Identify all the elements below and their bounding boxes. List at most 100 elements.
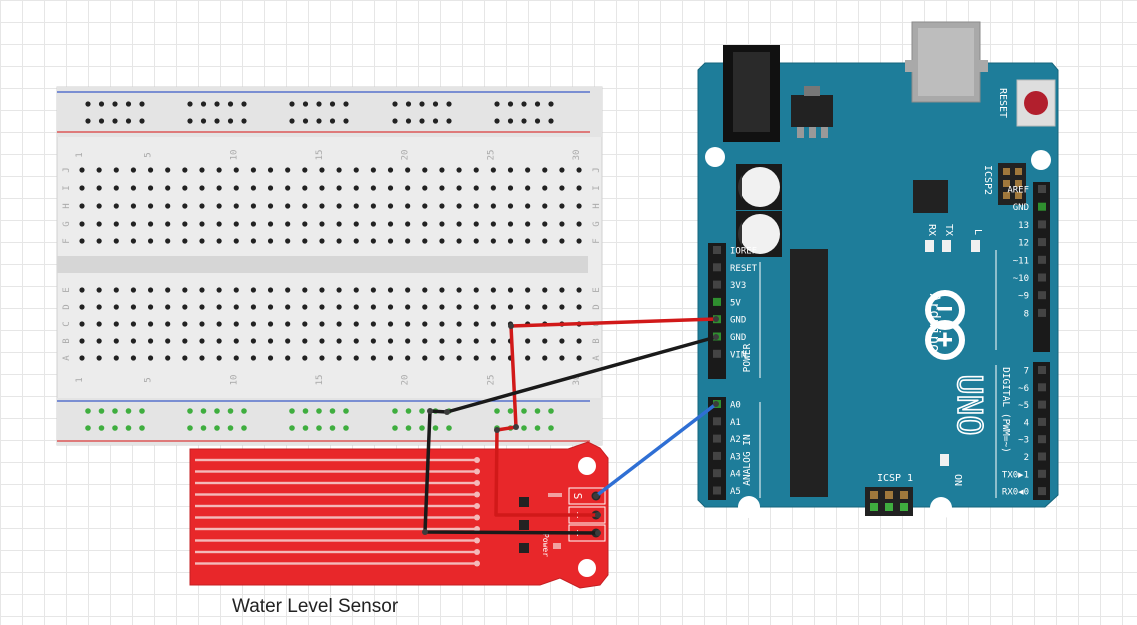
breadboard-hole	[439, 355, 445, 361]
capacitor	[736, 164, 782, 210]
rail-hole-active	[548, 408, 554, 414]
breadboard-hole	[353, 203, 359, 209]
header-pin[interactable]	[713, 297, 721, 306]
breadboard-hole	[439, 167, 445, 173]
header-pin[interactable]	[713, 263, 721, 272]
column-label: 5	[144, 377, 154, 382]
rail-hole	[187, 118, 193, 124]
breadboard-hole	[165, 221, 171, 227]
breadboard-hole	[576, 287, 582, 293]
rail-hole-active	[405, 425, 412, 431]
header-pin[interactable]	[713, 246, 721, 254]
header-pin[interactable]	[713, 417, 721, 426]
sensor-trace	[195, 539, 475, 542]
breadboard-hole	[525, 221, 531, 227]
breadboard-hole	[353, 221, 359, 227]
column-label: 5	[144, 152, 154, 157]
rail-hole	[507, 118, 514, 124]
header-pin[interactable]	[1038, 383, 1046, 392]
header-pin[interactable]	[1038, 487, 1046, 496]
sensor-trace	[195, 504, 475, 508]
pin-label: A2	[730, 435, 741, 445]
breadboard-hole	[319, 304, 325, 310]
reset-button-cap[interactable]	[1024, 91, 1048, 115]
row-label: A	[592, 355, 602, 361]
breadboard-hole	[405, 355, 411, 361]
icsp-label: ICSP	[877, 473, 901, 484]
pin-label: AREF	[1007, 186, 1029, 196]
rail-hole-active	[98, 408, 105, 414]
rail-hole-active	[329, 425, 336, 431]
header-pin[interactable]	[1038, 202, 1046, 211]
breadboard-hole	[96, 304, 102, 310]
header-pin[interactable]	[1038, 238, 1046, 247]
header-pin[interactable]	[1038, 452, 1046, 461]
breadboard-hole	[130, 321, 137, 327]
breadboard-hole	[542, 238, 548, 244]
header-pin[interactable]	[1038, 435, 1046, 444]
header-pin[interactable]	[1038, 291, 1046, 300]
header-pin[interactable]	[1038, 400, 1046, 409]
header-pin[interactable]	[1038, 255, 1046, 264]
breadboard-hole	[507, 304, 514, 310]
regulator-leg	[821, 127, 828, 138]
rail-hole	[112, 118, 118, 124]
header-pin[interactable]	[1038, 185, 1046, 193]
sensor-trace	[195, 516, 475, 519]
header-pin[interactable]	[1038, 308, 1046, 317]
breadboard-hole	[182, 167, 188, 173]
rail-hole	[187, 101, 193, 107]
header-pin[interactable]	[1038, 220, 1046, 229]
column-label: 1	[75, 152, 85, 157]
breadboard-hole	[233, 167, 239, 173]
header-pin[interactable]	[1038, 366, 1046, 374]
row-label: H	[62, 203, 72, 208]
breadboard-hole	[216, 185, 222, 191]
breadboard-hole	[233, 185, 239, 191]
breadboard-hole	[559, 238, 565, 244]
breadboard-hole	[422, 338, 428, 344]
column-label: 15	[315, 150, 325, 161]
header-pin[interactable]	[713, 349, 721, 358]
breadboard-hole	[525, 238, 531, 244]
header-pin[interactable]	[713, 434, 721, 443]
breadboard-hole	[456, 355, 462, 361]
header-pin[interactable]	[1038, 273, 1046, 282]
header-pin[interactable]	[1038, 417, 1046, 426]
breadboard-hole	[559, 221, 565, 227]
header-pin[interactable]	[713, 486, 721, 495]
pin-label: 8	[1024, 309, 1029, 319]
breadboard-hole	[285, 304, 291, 310]
sensor-power-text: Power	[541, 533, 550, 557]
breadboard-hole	[542, 203, 548, 209]
reset-label: RESET	[997, 88, 1008, 118]
rail-hole-active	[241, 408, 247, 414]
rail-hole	[405, 101, 412, 107]
breadboard-hole	[336, 338, 342, 344]
pin-label: ~3	[1018, 436, 1029, 446]
pin-label: 7	[1024, 367, 1029, 377]
breadboard-hole	[199, 185, 205, 191]
rail-hole	[343, 118, 349, 124]
header-pin[interactable]	[1038, 469, 1046, 478]
icsp2-label: ICSP2	[982, 165, 993, 195]
row-label: C	[62, 321, 72, 326]
icsp2-pin	[1015, 180, 1022, 187]
breadboard-hole	[267, 287, 274, 293]
row-label: E	[62, 287, 72, 292]
sensor-led-mark	[553, 543, 561, 549]
rail-hole	[494, 101, 500, 107]
breadboard-hole	[353, 321, 359, 327]
header-pin[interactable]	[713, 469, 721, 478]
row-label: J	[62, 167, 72, 172]
header-pin[interactable]	[713, 280, 721, 289]
breadboard-hole	[233, 221, 239, 227]
header-pin[interactable]	[713, 451, 721, 460]
breadboard-hole	[165, 287, 171, 293]
breadboard-hole	[165, 238, 171, 244]
arduino-board: RESET ICSP2 RX TX L ON Arduino UNO ICSP …	[697, 21, 1059, 519]
breadboard-hole	[113, 185, 119, 191]
breadboard-hole	[336, 185, 342, 191]
rail-hole-active	[419, 408, 425, 414]
rail-hole	[227, 101, 234, 107]
